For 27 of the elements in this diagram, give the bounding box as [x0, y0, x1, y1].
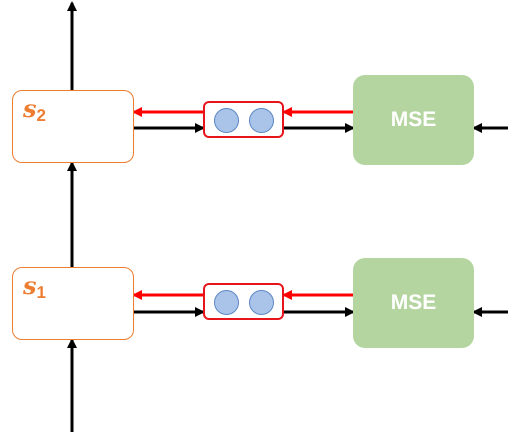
arrow: [284, 123, 355, 133]
arrow: [132, 290, 203, 300]
arrow: [134, 307, 205, 317]
buffer-box: [203, 283, 284, 320]
arrow: [284, 307, 355, 317]
circle: [214, 290, 239, 315]
buffer-box: [203, 101, 284, 138]
state-box: [12, 267, 134, 340]
circle: [249, 290, 274, 315]
state-label: s$_{1}$: [23, 274, 46, 301]
state-label: s$_{2}$: [23, 97, 46, 124]
state-box: [12, 90, 134, 163]
arrow: [472, 123, 508, 133]
arrow: [67, 1, 77, 90]
mse-label: MSE: [390, 108, 436, 132]
mse-box: [353, 258, 474, 348]
arrow: [67, 338, 77, 432]
circle: [214, 108, 239, 133]
mse-box: [353, 75, 474, 165]
arrow: [132, 107, 203, 117]
mse-label: MSE: [390, 291, 436, 315]
arrow: [282, 107, 353, 117]
arrow: [472, 307, 508, 317]
circle: [249, 108, 274, 133]
arrow: [67, 161, 77, 267]
arrow: [282, 290, 353, 300]
arrow: [134, 123, 205, 133]
